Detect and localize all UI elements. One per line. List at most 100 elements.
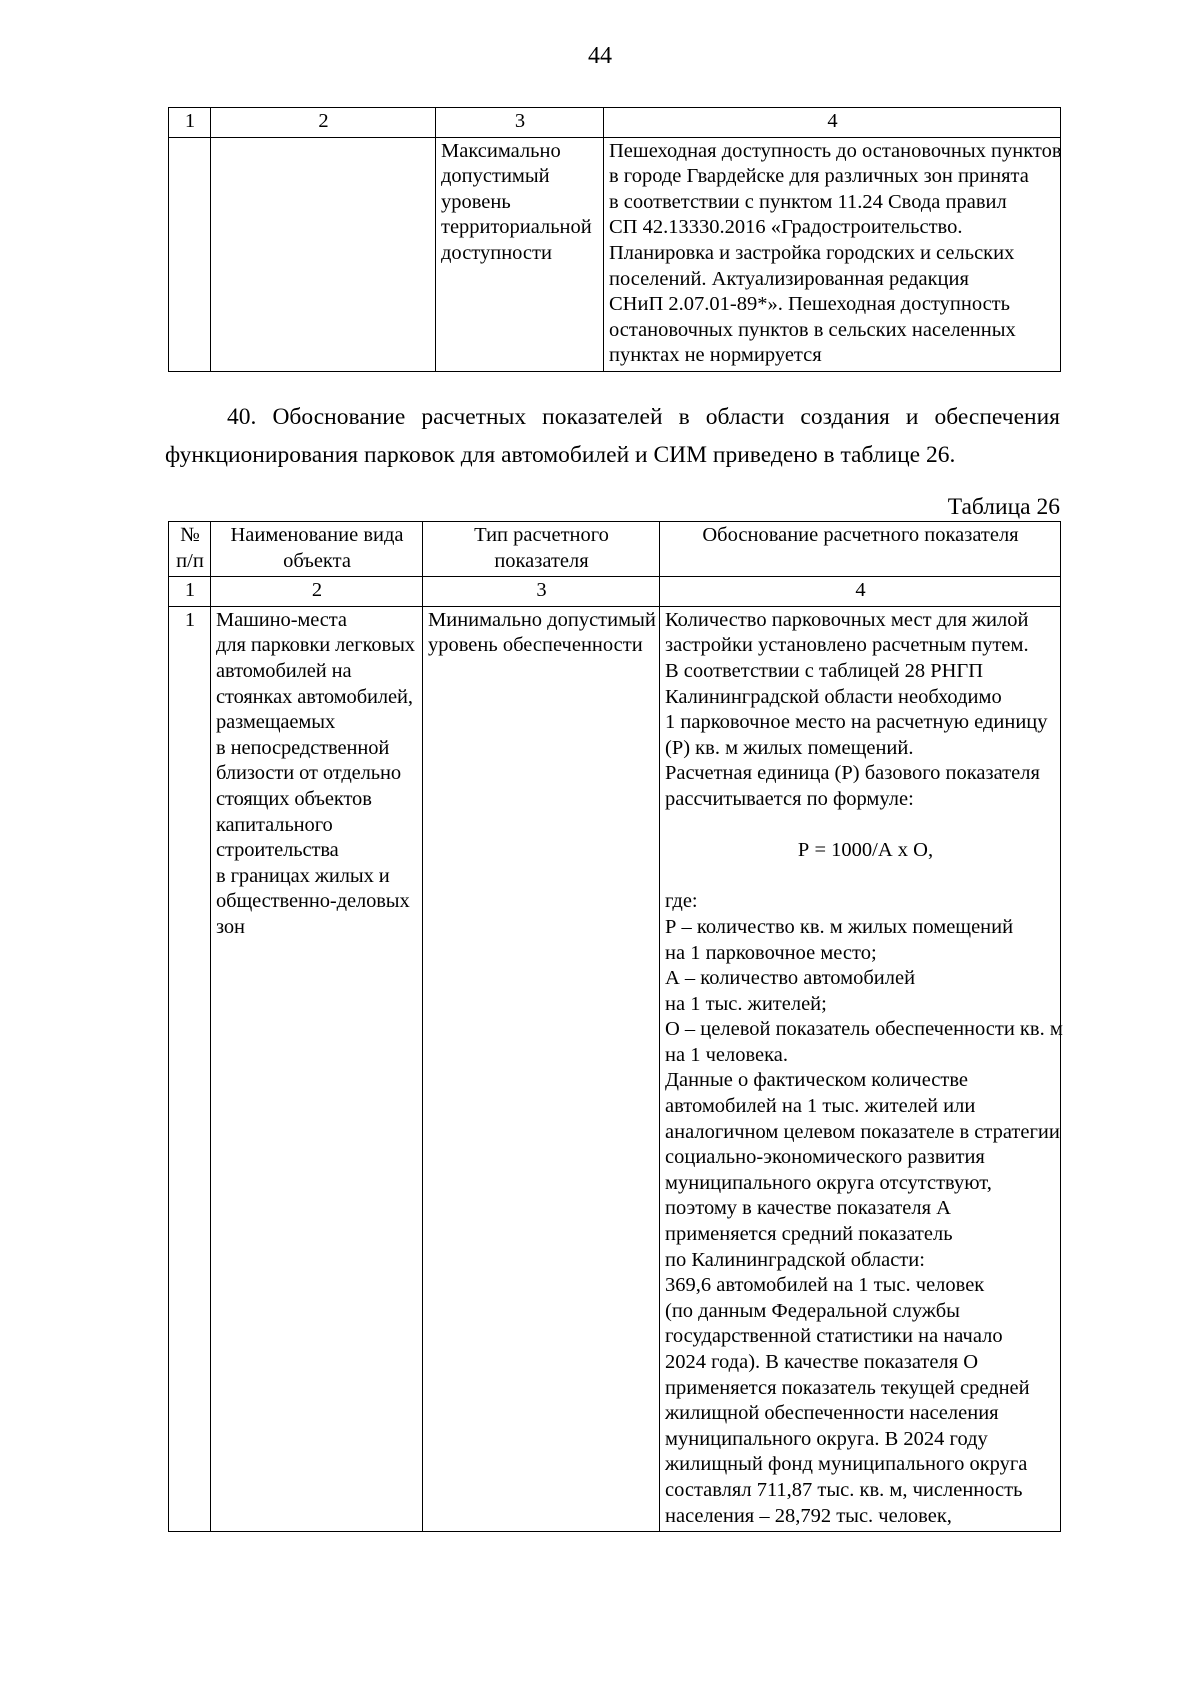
header-col-2-line1: Наименование вида	[230, 524, 404, 546]
text-line: Калининградской области необходимо	[665, 685, 1002, 708]
text-line: Р = 1000/А х О,	[797, 839, 934, 862]
header-col-1-line1: №	[180, 524, 200, 546]
text-line: 369,6 автомобилей на 1 тыс. человек	[665, 1274, 985, 1297]
text-line: Минимально допустимый	[428, 608, 656, 631]
text-line: (по данным Федеральной службы	[665, 1299, 960, 1322]
text-line: применяется средний показатель	[665, 1223, 953, 1246]
text-line: уровень	[441, 190, 511, 213]
text-line	[665, 813, 1056, 839]
text-line: размещаемых	[216, 711, 336, 734]
cell-row-number: 1	[168, 605, 211, 1533]
text-line: доступности	[441, 241, 552, 264]
text-line: строительства	[216, 839, 339, 862]
cell-indicator-type-lines: Минимально допустимый уровень обеспеченно…	[428, 608, 656, 659]
text-line: А – количество автомобилей	[665, 967, 916, 990]
text-line: поэтому в качестве показателя А	[665, 1197, 951, 1220]
col-number-2: 2	[210, 107, 436, 138]
text-line: 1 парковочное место на расчетную единицу	[665, 711, 1048, 734]
text-line: жилищной обеспеченности населения	[665, 1402, 999, 1425]
text-line: на 1 парковочное место;	[665, 941, 877, 964]
header-col-4-line1: Обоснование расчетного показателя	[702, 524, 1019, 546]
text-line: где:	[665, 890, 698, 913]
text-line: на 1 тыс. жителей;	[665, 992, 827, 1015]
text-line: применяется показатель текущей средней	[665, 1376, 1030, 1399]
text-line: Планировка и застройка городских и сельс…	[609, 241, 1015, 264]
text-line: Количество парковочных мест для жилой	[665, 608, 1029, 631]
text-line: О – целевой показатель обеспеченности кв…	[665, 1018, 1063, 1041]
header-col-3-line2: показателя	[494, 549, 589, 572]
text-line: Р – количество кв. м жилых помещений	[665, 915, 1014, 938]
table-26: № п/п Наименование вида объекта Тип расч…	[168, 520, 1063, 1533]
text-line: остановочных пунктов в сельских населенн…	[609, 318, 1016, 341]
col-number-1: 1	[168, 107, 211, 138]
header-col-2: Наименование вида объекта	[210, 520, 423, 578]
page-number: 44	[588, 43, 612, 69]
text-line: Пешеходная доступность до остановочных п…	[609, 139, 1062, 162]
text-line: территориальной	[441, 216, 592, 239]
text-line: (Р) кв. м жилых помещений.	[665, 736, 914, 759]
text-line: общественно-деловых	[216, 890, 410, 913]
cell-col2	[210, 136, 436, 372]
text-line: уровень обеспеченности	[428, 634, 643, 657]
col-number-4: 4	[659, 576, 1061, 607]
header-col-1-line2: п/п	[176, 549, 204, 572]
cell-indicator-type: Минимально допустимый уровень обеспеченно…	[422, 605, 660, 1533]
text-line	[665, 864, 1056, 890]
text-line: в непосредственной	[216, 736, 390, 759]
text-line: застройки установлено расчетным путем.	[665, 634, 1029, 657]
text-line: муниципального округа. В 2024 году	[665, 1427, 988, 1450]
text-line: Расчетная единица (Р) базового показател…	[665, 762, 1040, 785]
table-26-header-row: № п/п Наименование вида объекта Тип расч…	[168, 520, 1061, 578]
text-line: Машино-места	[216, 608, 347, 631]
table-26-caption: Таблица 26	[947, 494, 1060, 520]
cell-justification-lines: Количество парковочных мест для жилой зас…	[665, 608, 1063, 1529]
text-line: в соответствии с пунктом 11.24 Свода пра…	[609, 190, 1007, 213]
text-line: В соответствии с таблицей 28 РНГП	[665, 659, 984, 682]
text-line: 2024 года). В качестве показателя О	[665, 1351, 979, 1373]
text-line: допустимый	[441, 165, 550, 188]
col-number-3: 3	[422, 576, 660, 607]
text-line: муниципального округа отсутствуют,	[665, 1171, 992, 1194]
text-line: аналогичном целевом показателе в стратег…	[665, 1120, 1060, 1143]
cell-col1	[168, 136, 211, 372]
text-line: в границах жилых и	[216, 864, 390, 887]
header-col-4: Обоснование расчетного показателя	[659, 520, 1061, 578]
header-col-3: Тип расчетного показателя	[422, 520, 660, 578]
text-line: населения – 28,792 тыс. человек,	[665, 1504, 952, 1527]
header-col-1: № п/п	[168, 520, 211, 578]
text-line: СП 42.13330.2016 «Градостроительство.	[609, 216, 963, 239]
text-line: составлял 711,87 тыс. кв. м, численность	[665, 1478, 1023, 1501]
text-line: близости от отдельно	[216, 762, 402, 785]
text-line: на 1 человека.	[665, 1043, 788, 1066]
table-26-column-numbers-row: 1 2 3 4	[168, 576, 1061, 607]
col-number-2: 2	[210, 576, 423, 607]
text-line: поселений. Актуализированная редакция	[609, 267, 969, 290]
text-line: социально-экономического развития	[665, 1146, 985, 1169]
text-line: автомобилей на 1 тыс. жителей или	[665, 1095, 976, 1118]
text-line: для парковки легковых	[216, 634, 415, 657]
text-line: капитального	[216, 813, 333, 836]
cell-col4-lines: Пешеходная доступность до остановочных п…	[609, 139, 1062, 369]
text-line: стоянках автомобилей,	[216, 685, 413, 708]
text-line: зон	[216, 915, 245, 938]
header-col-3-line1: Тип расчетного	[474, 524, 609, 546]
paragraph-40: 40. Обоснование расчетных показателей в …	[165, 404, 1060, 468]
text-line: автомобилей на	[216, 659, 352, 682]
text-line: жилищный фонд муниципального округа	[665, 1453, 1028, 1476]
text-line: государственной статистики на начало	[665, 1325, 1003, 1348]
text-line: пунктах не нормируется	[609, 344, 822, 367]
text-line: Максимально	[441, 139, 561, 162]
col-number-1: 1	[168, 576, 211, 607]
cell-col4: Пешеходная доступность до остановочных п…	[603, 136, 1062, 372]
text-line: Данные о фактическом количестве	[665, 1069, 969, 1092]
col-number-3: 3	[435, 107, 604, 138]
